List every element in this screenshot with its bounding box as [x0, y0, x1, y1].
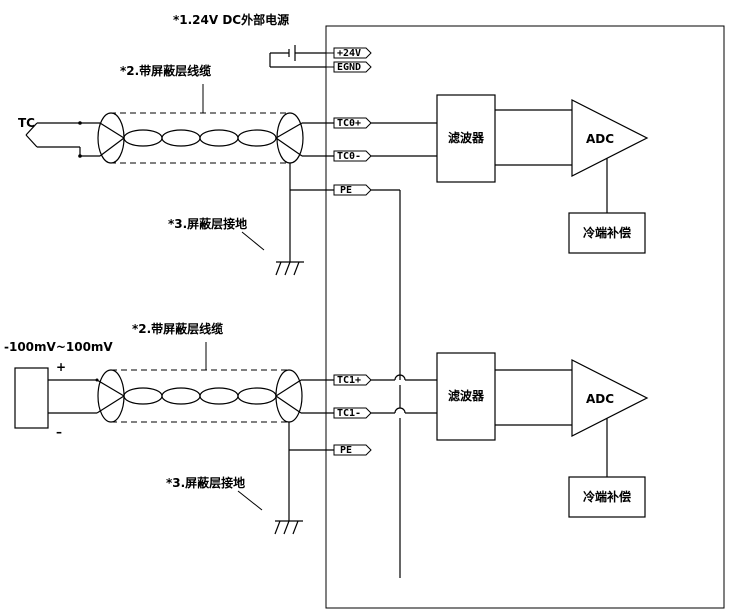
- tc-label: TC: [18, 116, 35, 130]
- terminal-24v: +24V: [337, 48, 361, 59]
- shield-ground-note-2: *3.屏蔽层接地: [166, 475, 245, 490]
- shielded-cable-2: [96, 369, 334, 423]
- thermocouple-symbol: [25, 121, 100, 158]
- channel0-processing: 滤波器 ADC 冷端补偿: [371, 94, 649, 380]
- terminal-pe1: PE: [340, 185, 352, 196]
- adc-block-1: ADC: [586, 132, 614, 146]
- svg-text:+: +: [56, 360, 66, 374]
- channel1-processing: 滤波器 ADC 冷端补偿: [371, 352, 649, 578]
- power-terminals: +24V EGND: [269, 45, 372, 73]
- shield-ground-1: [275, 163, 334, 276]
- voltage-source: + –: [14, 360, 99, 439]
- filter-block-1: 滤波器: [448, 130, 485, 145]
- cjc-block-2: 冷端补偿: [583, 489, 631, 504]
- terminal-tc0m: TC0-: [337, 151, 361, 162]
- cjc-block-1: 冷端补偿: [583, 225, 631, 240]
- svg-text:–: –: [56, 425, 62, 439]
- filter-block-2: 滤波器: [448, 388, 485, 403]
- terminal-tc0p: TC0+: [337, 118, 361, 129]
- channel0-terminals: TC0+ TC0- PE: [333, 117, 372, 196]
- shield-ground-note-1: *3.屏蔽层接地: [168, 216, 247, 231]
- range-label: -100mV~100mV: [4, 340, 113, 354]
- power-note: *1.24V DC外部电源: [173, 12, 289, 27]
- terminal-tc1m: TC1-: [337, 408, 361, 419]
- terminal-tc1p: TC1+: [337, 375, 361, 386]
- cable-note-1: *2.带屏蔽层线缆: [120, 63, 211, 78]
- shield-ground-2: [274, 422, 334, 535]
- terminal-egnd: EGND: [337, 62, 361, 73]
- terminal-pe2: PE: [340, 445, 352, 456]
- shielded-cable-1: [97, 112, 334, 164]
- cable-note-2: *2.带屏蔽层线缆: [132, 321, 223, 336]
- channel1-terminals: TC1+ TC1- PE: [333, 374, 372, 456]
- module-boundary: [325, 25, 725, 609]
- adc-block-2: ADC: [586, 392, 614, 406]
